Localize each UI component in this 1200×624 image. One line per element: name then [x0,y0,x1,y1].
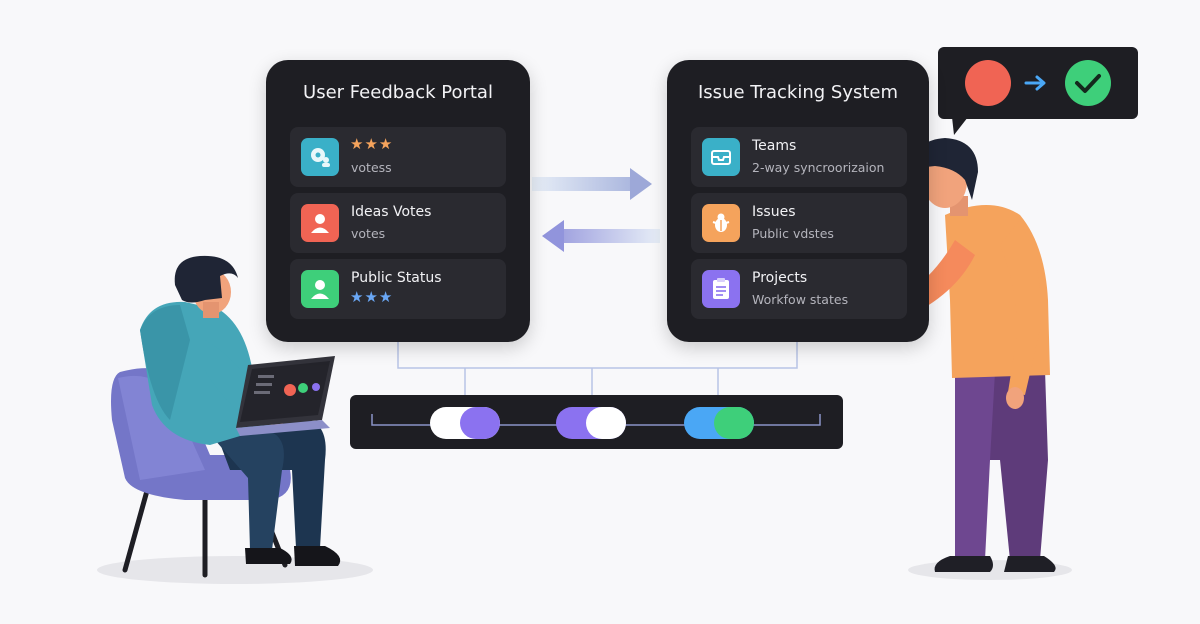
list-item-ideas-votes[interactable]: Ideas Votes votes [290,193,506,253]
list-item-issues[interactable]: Issues Public vdstes [691,193,907,253]
arrow-right-icon [532,168,652,200]
feedback-portal-title: User Feedback Portal [303,82,493,103]
connector-lines [397,342,798,395]
toggle-switch-1[interactable] [430,407,500,439]
row-title: Ideas Votes [351,204,432,220]
seated-person-illustration [111,255,341,578]
row-subtitle: 2-way syncroorizaion [752,160,885,175]
feedback-portal-panel: User Feedback Portal ★★★ votess Ideas Vo… [266,60,530,342]
status-check-circle [1065,60,1111,106]
sync-status-bubble [938,47,1138,135]
row-title: Public Status [351,270,442,286]
rating-stars: ★★★ [350,136,394,153]
row-title: Projects [752,270,808,286]
list-item-teams[interactable]: Teams 2-way syncroorizaion [691,127,907,187]
row-title: Issues [752,204,796,220]
sync-toggle-track [350,395,843,449]
inbox-icon [702,138,740,176]
issue-tracking-panel: Issue Tracking System Teams 2-way syncro… [667,60,929,342]
row-subtitle: votes [351,226,386,241]
list-item-projects[interactable]: Projects Workfow states [691,259,907,319]
user-icon [301,204,339,242]
standing-person-illustration [843,138,1056,572]
laptop-icon [236,356,335,436]
arrow-right-icon [1024,75,1046,91]
user-icon [301,270,339,308]
check-icon [1075,74,1101,93]
toggle-switch-2[interactable] [556,407,626,439]
issue-tracking-title: Issue Tracking System [697,82,899,103]
rating-stars: ★★★ [350,289,394,306]
row-subtitle: votess [351,160,392,175]
toggle-switch-3[interactable] [684,407,754,439]
row-title: Teams [752,138,797,154]
row-subtitle: Public vdstes [752,226,834,241]
arrow-left-icon [542,220,660,252]
chat-user-icon [301,138,339,176]
bug-icon [702,204,740,242]
status-red-circle [965,60,1011,106]
row-subtitle: Workfow states [752,292,849,307]
clipboard-icon [702,270,740,308]
list-item-public-status[interactable]: Public Status ★★★ [290,259,506,319]
list-item-votes[interactable]: ★★★ votess [290,127,506,187]
